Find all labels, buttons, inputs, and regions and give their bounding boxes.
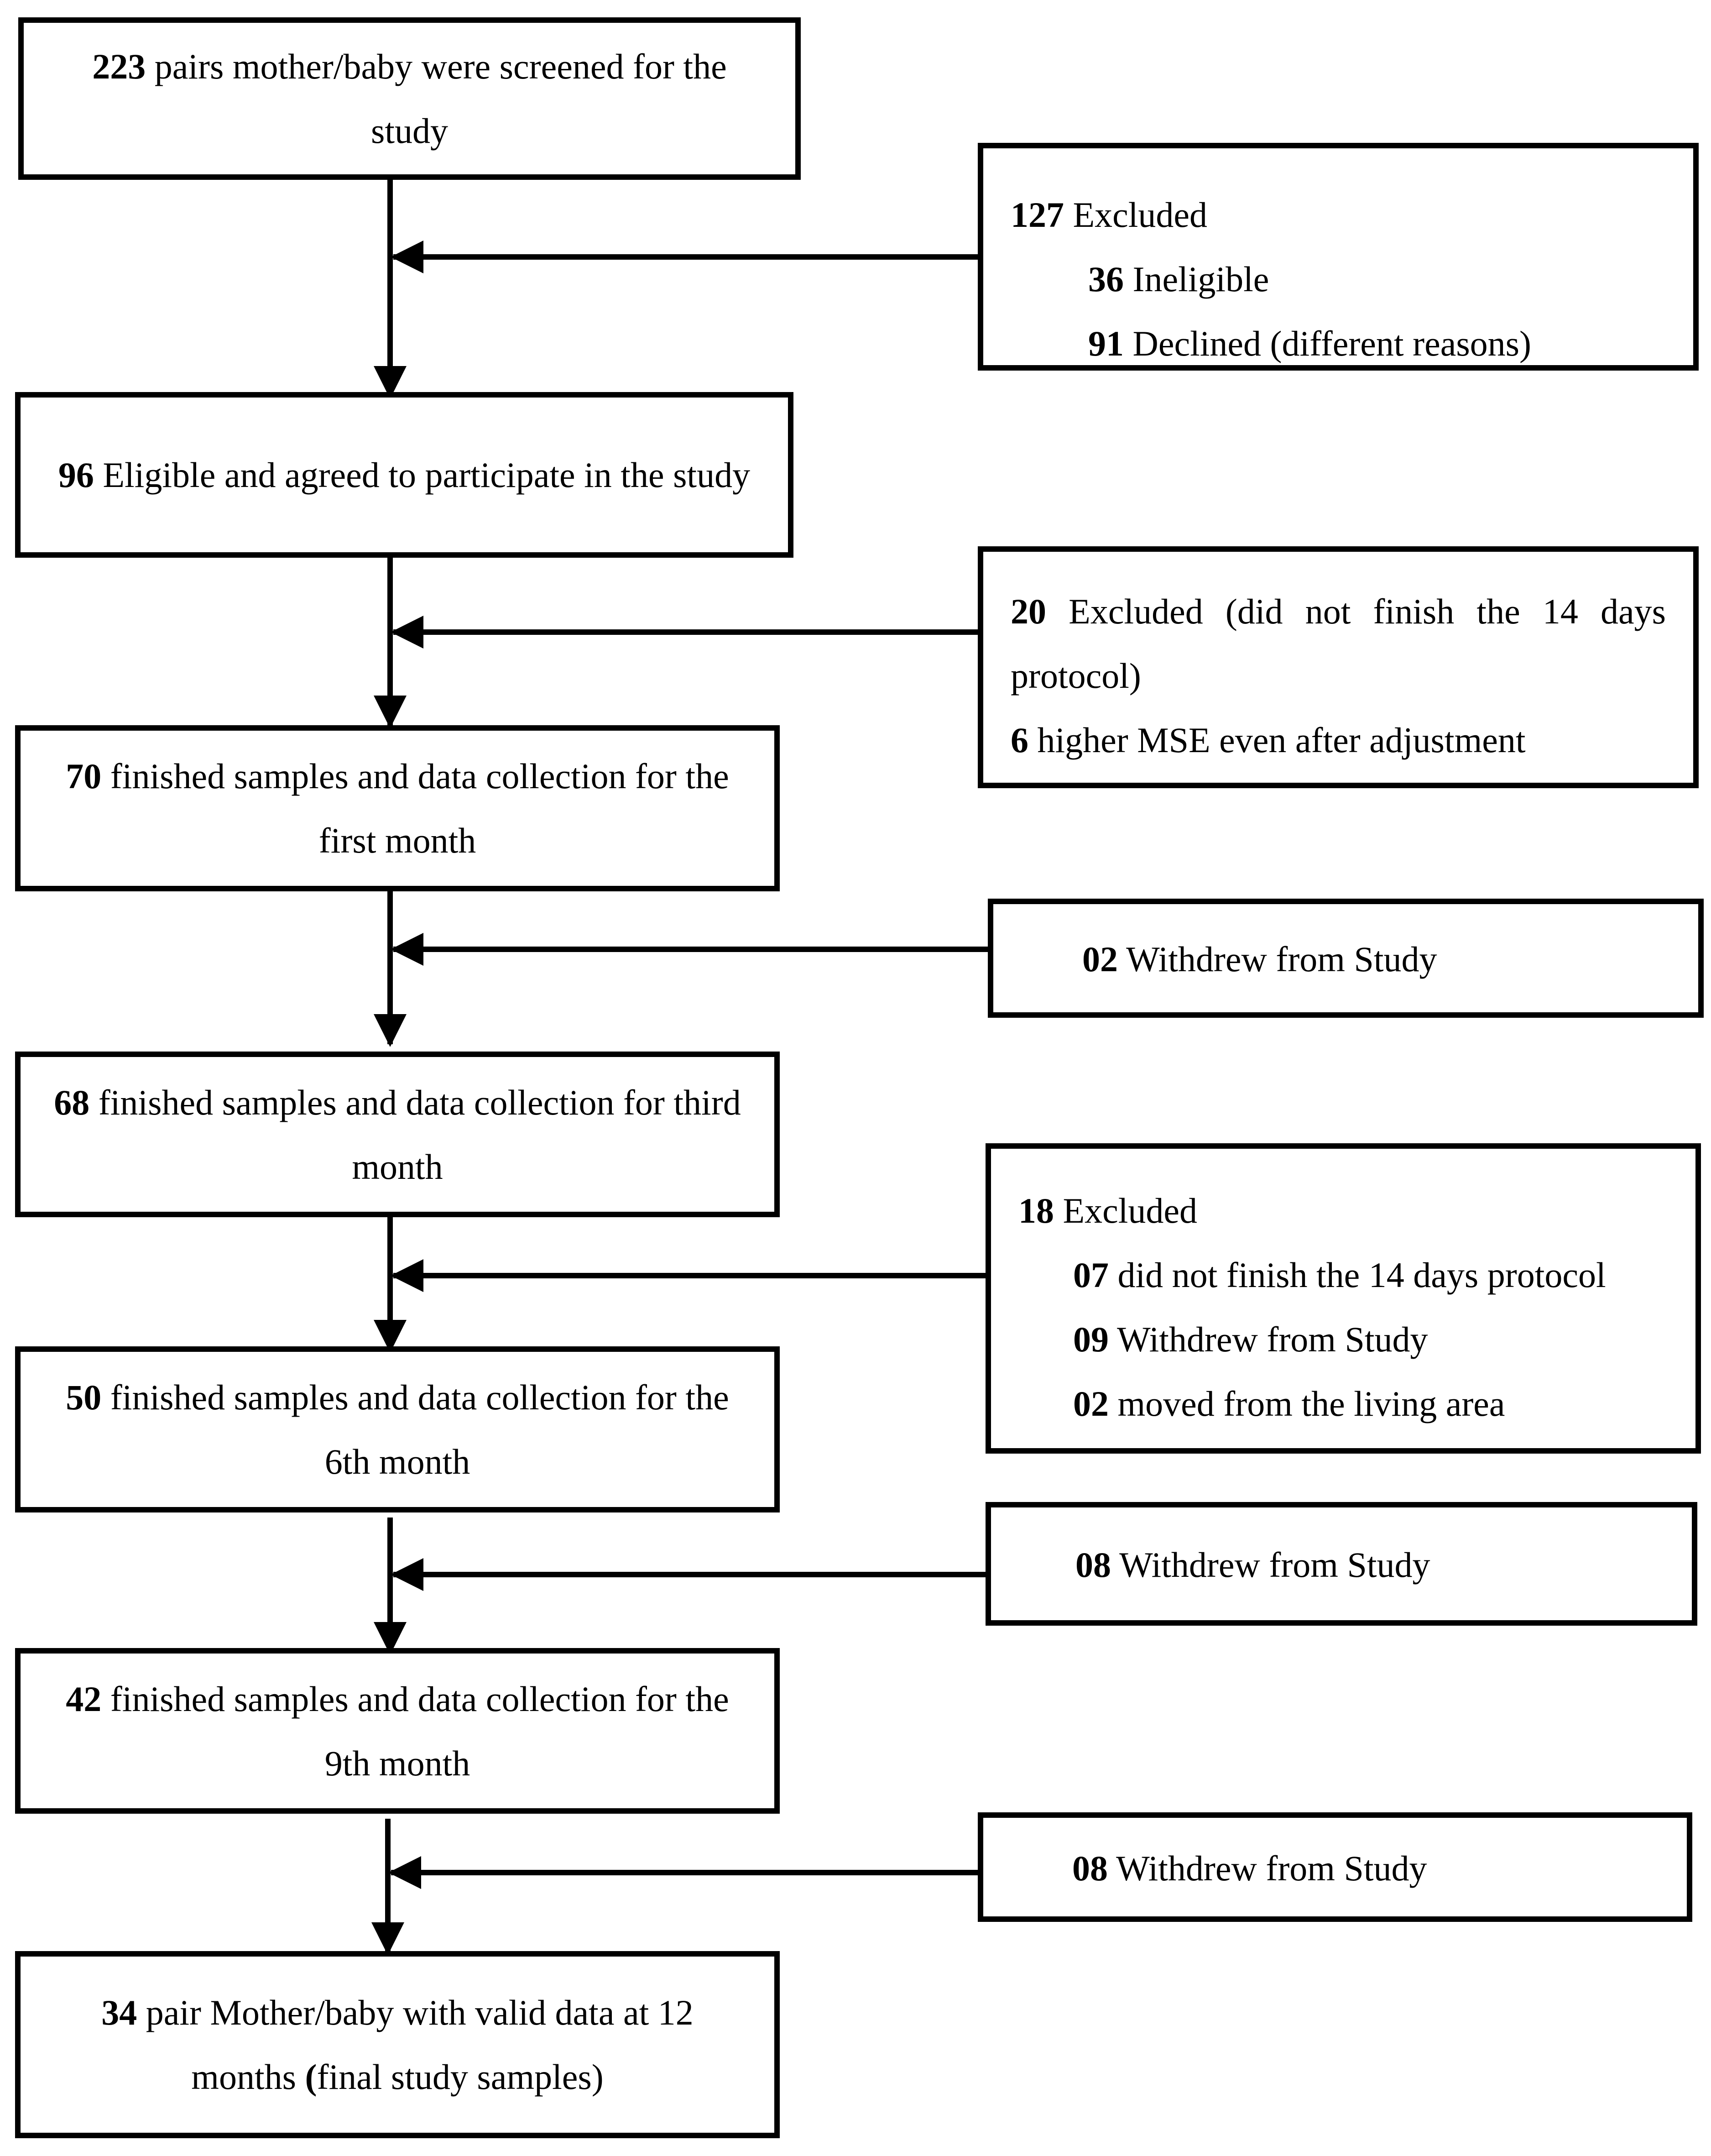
exclusion-2-header: 20 Excluded (did not finish the 14 days … xyxy=(1011,591,1666,696)
exclusion-4-item-protocol: 07 did not finish the 14 days protocol xyxy=(1073,1255,1606,1295)
count-third-month: 68 xyxy=(54,1082,90,1122)
exclusion-5-header: 08 Withdrew from Study xyxy=(1075,1545,1430,1585)
main-box-final-sample-text: 34 pair Mother/baby with valid data at 1… xyxy=(101,1993,694,2097)
count-final-sample: 34 xyxy=(101,1993,137,2032)
exclusion-4-item-withdrew: 09 Withdrew from Study xyxy=(1073,1319,1428,1359)
count-eligible: 96 xyxy=(58,455,94,495)
exclusion-box-5: 08 Withdrew from Study xyxy=(986,1502,1697,1626)
main-box-eligible-text: 96 Eligible and agreed to participate in… xyxy=(58,455,751,495)
exclusion-4-item-moved: 02 moved from the living area xyxy=(1073,1384,1505,1423)
exclusion-6-header: 08 Withdrew from Study xyxy=(1072,1848,1427,1888)
main-box-ninth-month: 42 finished samples and data collection … xyxy=(15,1648,780,1814)
exclusion-4-header: 18 Excluded xyxy=(1018,1191,1198,1230)
count-screened: 223 xyxy=(92,47,146,86)
count-sixth-month: 50 xyxy=(66,1377,102,1417)
exclusion-box-1: 127 Excluded 36 Ineligible 91 Declined (… xyxy=(978,143,1699,371)
main-box-eligible: 96 Eligible and agreed to participate in… xyxy=(15,392,793,558)
exclusion-3-header: 02 Withdrew from Study xyxy=(1082,939,1437,979)
exclusion-2-item-mse: 6 higher MSE even after adjustment xyxy=(1011,720,1526,760)
main-box-final-sample: 34 pair Mother/baby with valid data at 1… xyxy=(15,1951,780,2138)
main-box-third-month: 68 finished samples and data collection … xyxy=(15,1052,780,1217)
main-box-sixth-month: 50 finished samples and data collection … xyxy=(15,1346,780,1512)
main-box-ninth-month-text: 42 finished samples and data collection … xyxy=(66,1679,729,1783)
exclusion-box-2: 20 Excluded (did not finish the 14 days … xyxy=(978,546,1699,788)
exclusion-1-item-declined: 91 Declined (different reasons) xyxy=(1088,324,1532,363)
main-box-sixth-month-text: 50 finished samples and data collection … xyxy=(66,1377,729,1481)
main-box-third-month-text: 68 finished samples and data collection … xyxy=(54,1082,741,1187)
main-box-first-month-text: 70 finished samples and data collection … xyxy=(66,756,729,860)
main-box-screened-text: 223 pairs mother/baby were screened for … xyxy=(92,47,727,151)
count-first-month: 70 xyxy=(66,756,102,796)
exclusion-box-6: 08 Withdrew from Study xyxy=(978,1812,1692,1922)
exclusion-box-3: 02 Withdrew from Study xyxy=(988,899,1704,1018)
main-box-screened: 223 pairs mother/baby were screened for … xyxy=(18,17,801,180)
main-box-first-month: 70 finished samples and data collection … xyxy=(15,725,780,891)
exclusion-box-4: 18 Excluded 07 did not finish the 14 day… xyxy=(986,1143,1701,1454)
exclusion-1-header: 127 Excluded xyxy=(1011,195,1208,235)
count-ninth-month: 42 xyxy=(66,1679,102,1719)
exclusion-1-item-ineligible: 36 Ineligible xyxy=(1088,259,1269,299)
